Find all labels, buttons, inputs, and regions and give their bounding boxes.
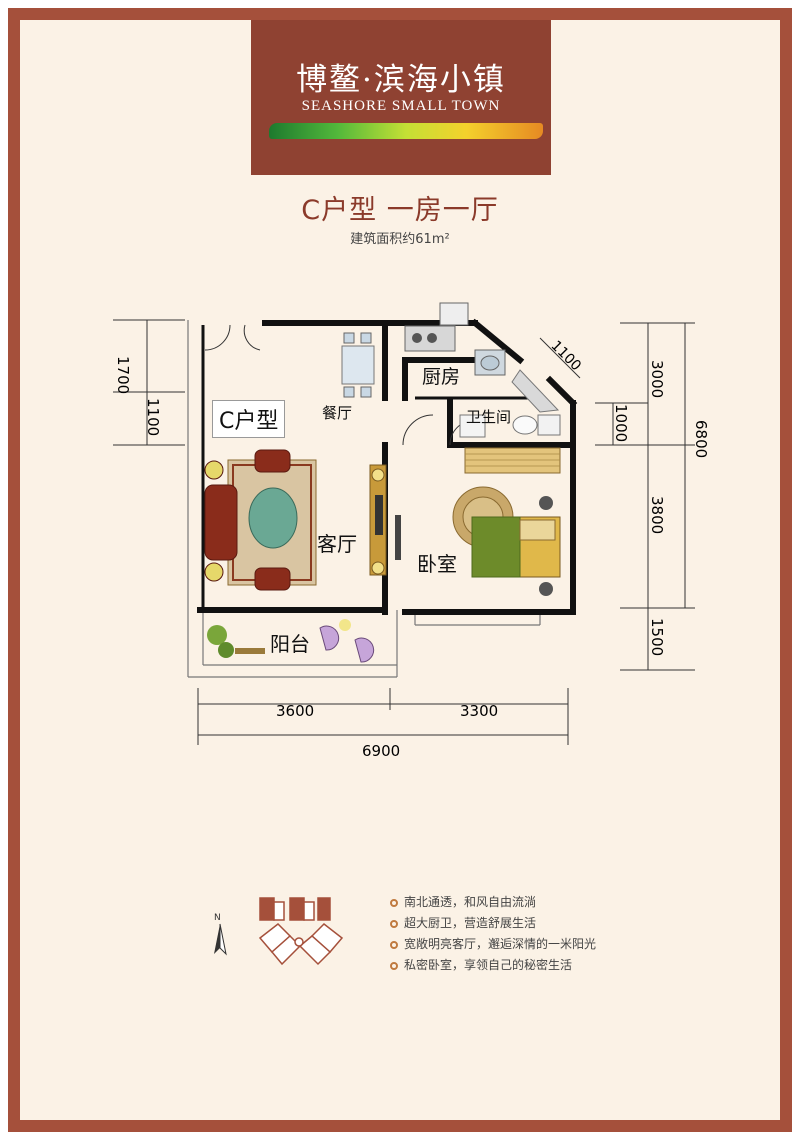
label-living: 客厅	[317, 528, 357, 557]
dim-right-d: 1500	[648, 618, 666, 657]
dim-left-top: 1700	[114, 356, 132, 395]
site-plan-icon	[258, 897, 344, 966]
sofa-set	[204, 449, 317, 591]
dim-bottom-left: 3600	[276, 702, 315, 720]
unit-title: C户型 一房一厅	[301, 195, 499, 226]
feature-text: 宽敞明亮客厅，邂逅深情的一米阳光	[404, 937, 597, 951]
bullet-icon	[390, 898, 398, 907]
dim-right-total: 6800	[692, 420, 710, 459]
balcony-decor	[207, 619, 375, 663]
dim-bottom-total: 6900	[362, 742, 401, 760]
kitchen-counter	[404, 302, 560, 413]
feature-item: 南北通透，和风自由流淌	[390, 892, 596, 913]
feature-item: 超大厨卫，营造舒展生活	[390, 913, 596, 934]
compass-label: N	[214, 913, 221, 923]
brand-logo-cn: 博鳌·滨海小镇	[296, 62, 506, 98]
label-kitchen: 厨房	[422, 366, 461, 388]
brand-banner: 博鳌·滨海小镇 SEASHORE SMALL TOWN	[251, 20, 551, 175]
poster-inner: 博鳌·滨海小镇 SEASHORE SMALL TOWN C户型 一房一厅 建筑面…	[20, 20, 780, 1120]
dim-left-bottom: 1100	[144, 398, 162, 437]
unit-area: 建筑面积约61m²	[350, 232, 450, 247]
dim-right-a: 3000	[648, 360, 666, 399]
label-bath: 卫生间	[466, 408, 512, 426]
dining-table	[341, 332, 375, 398]
bathroom-fixtures	[459, 414, 561, 438]
dim-bottom-right: 3300	[460, 702, 499, 720]
brand-logo-en: SEASHORE SMALL TOWN	[301, 98, 501, 114]
dim-right-b: 1000	[612, 404, 630, 443]
bullet-icon	[390, 961, 398, 970]
tv-console	[369, 464, 401, 576]
feature-item: 私密卧室，享领自己的秘密生活	[390, 955, 596, 976]
brand-brushstroke	[269, 123, 543, 139]
feature-text: 超大厨卫，营造舒展生活	[404, 916, 537, 930]
dimension-lines	[113, 319, 695, 745]
label-bedroom: 卧室	[417, 552, 457, 576]
wardrobe	[464, 447, 561, 474]
feature-text: 私密卧室，享领自己的秘密生活	[404, 958, 573, 972]
bullet-icon	[390, 940, 398, 949]
label-balcony: 阳台	[270, 632, 310, 656]
dim-right-c: 3800	[648, 496, 666, 535]
floor-plan	[113, 302, 695, 745]
label-c-type: C户型	[212, 400, 286, 438]
thin-walls	[201, 325, 535, 610]
label-dining: 餐厅	[322, 404, 353, 422]
bedroom-set	[452, 486, 561, 596]
feature-item: 宽敞明亮客厅，邂逅深情的一米阳光	[390, 934, 596, 955]
feature-text: 南北通透，和风自由流淌	[404, 895, 537, 909]
compass-icon: N	[214, 913, 227, 956]
wardrobe-lines	[465, 453, 560, 467]
bullet-icon	[390, 919, 398, 928]
poster-frame: 博鳌·滨海小镇 SEASHORE SMALL TOWN C户型 一房一厅 建筑面…	[8, 8, 792, 1132]
door-swings	[204, 324, 476, 446]
feature-list: 南北通透，和风自由流淌 超大厨卫，营造舒展生活 宽敞明亮客厅，邂逅深情的一米阳光…	[390, 892, 596, 976]
